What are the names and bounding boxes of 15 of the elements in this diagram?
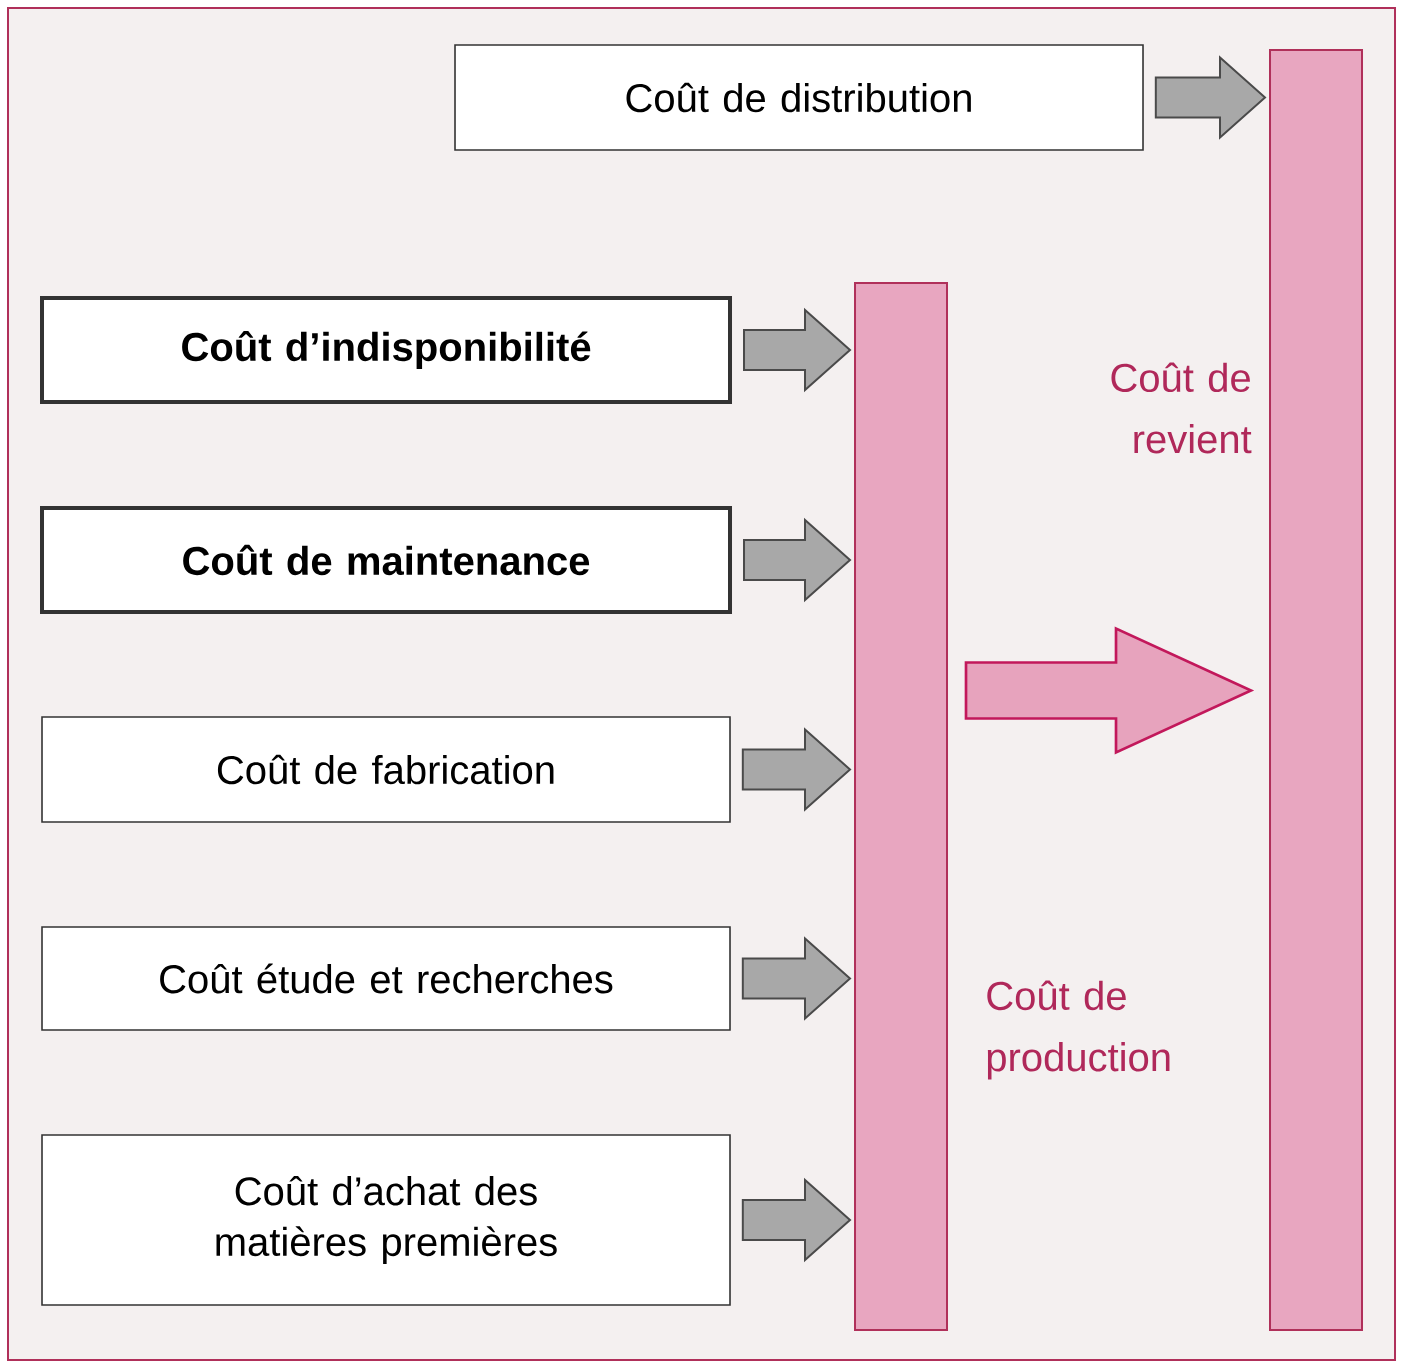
block-arrow [741,727,852,812]
bar-label: Coût de production [987,980,1170,1080]
bar-label: Coût de revient [1111,362,1252,454]
block-arrow [1154,55,1267,140]
block-arrow [743,517,852,603]
cost-box: Coût étude et recherches [41,926,731,1031]
block-arrow [741,936,852,1021]
cost-box: Coût d’indisponibilité [40,296,732,404]
cost-box: Coût de distribution [454,44,1144,151]
block-arrow [964,626,1255,755]
cost-box: Coût de fabrication [41,716,731,823]
cost-box: Coût de maintenance [40,506,732,614]
cost-box: Coût d’achat des matières premières [41,1134,731,1306]
block-arrow [743,307,852,393]
block-arrow [741,1177,852,1263]
